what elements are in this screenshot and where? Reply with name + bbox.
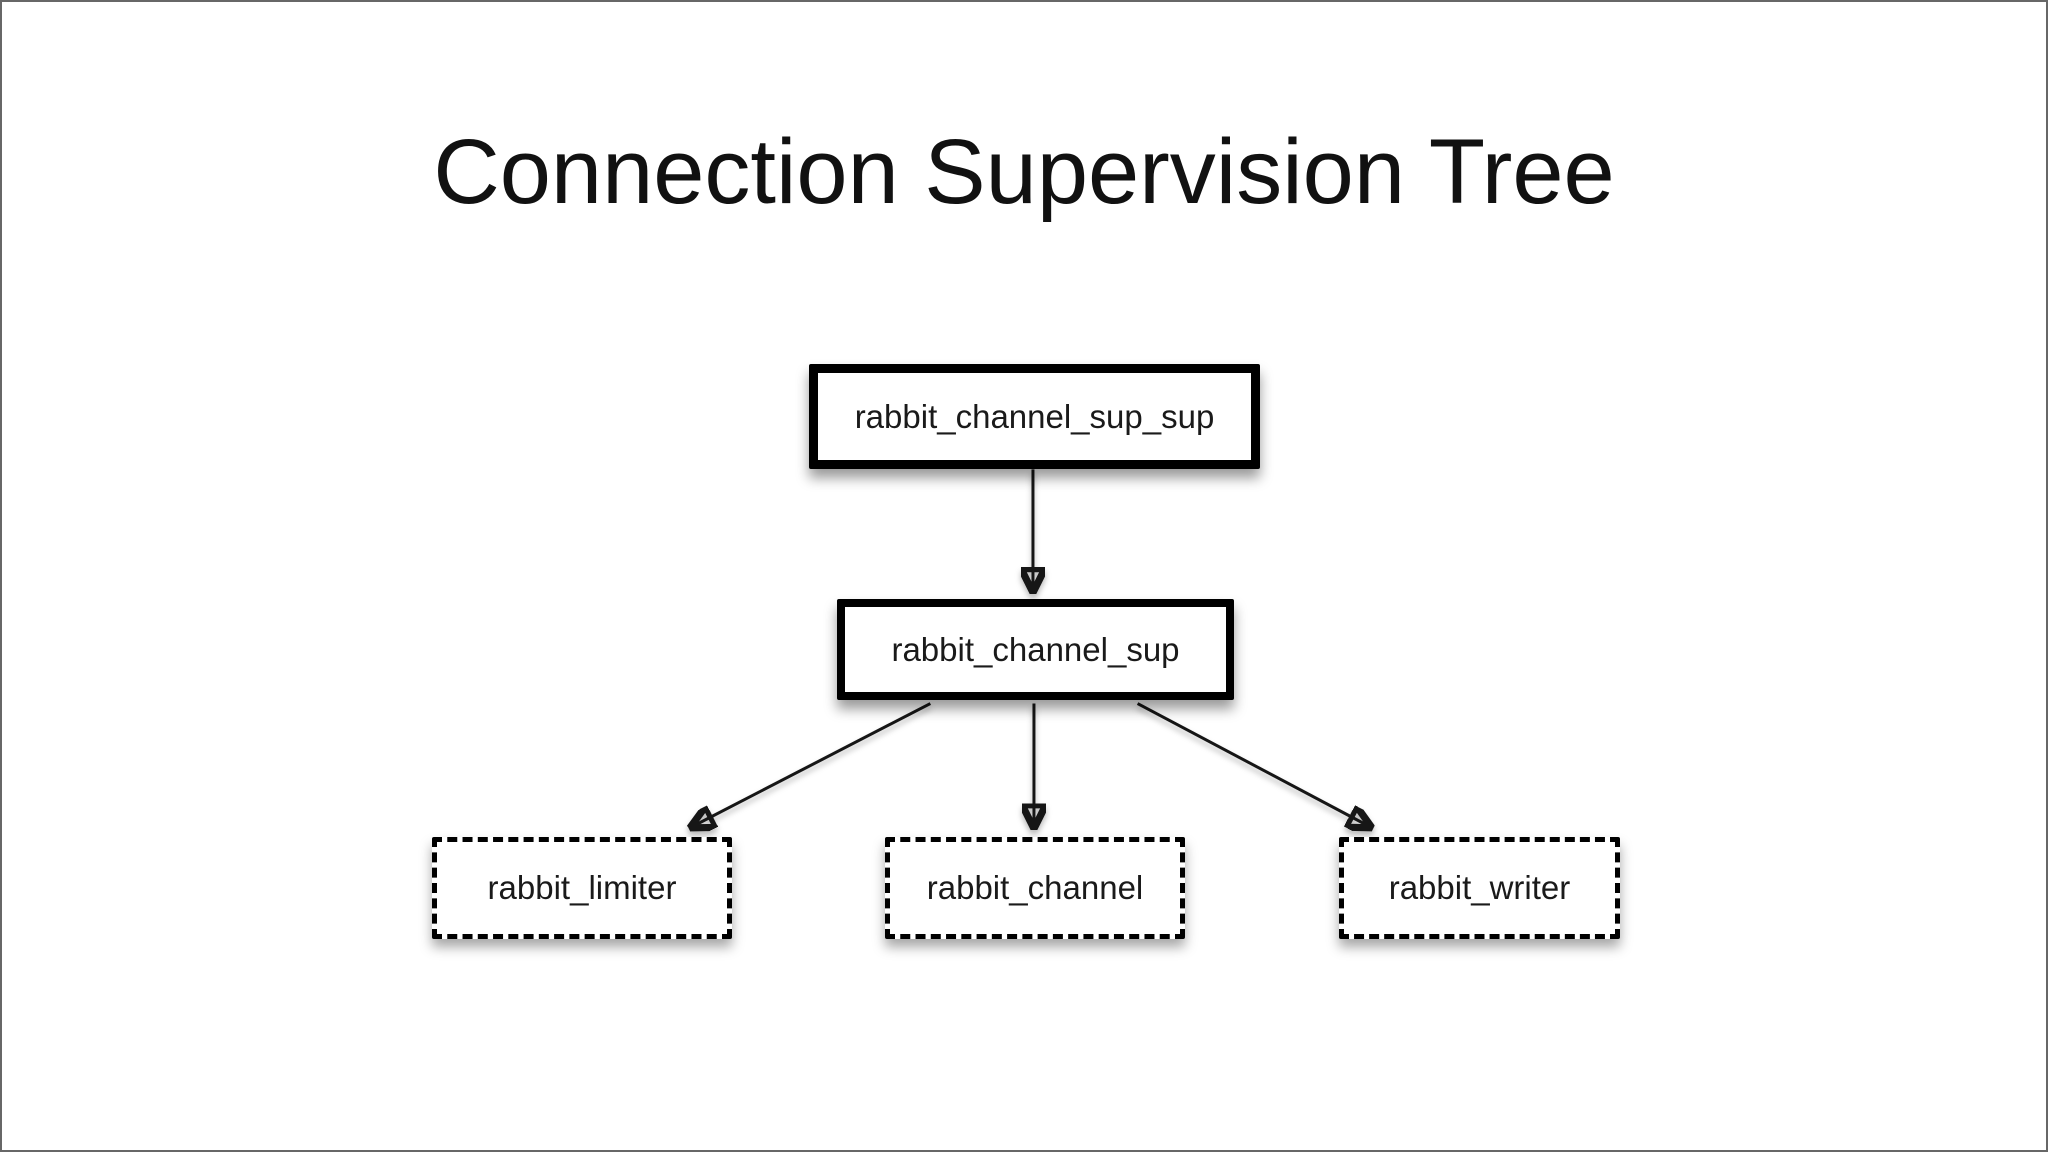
node-rabbit_channel_sup: rabbit_channel_sup (837, 599, 1234, 700)
node-rabbit_channel: rabbit_channel (885, 837, 1185, 939)
node-label-rabbit_writer: rabbit_writer (1388, 869, 1571, 906)
edge-sup-to-writer (1136, 702, 1369, 827)
diagram-title: Connection Supervision Tree (433, 121, 1615, 223)
node-rabbit_limiter: rabbit_limiter (432, 837, 732, 939)
node-label-rabbit_limiter: rabbit_limiter (487, 869, 677, 906)
node-label-rabbit_channel_sup_sup: rabbit_channel_sup_sup (854, 397, 1215, 435)
node-label-rabbit_channel: rabbit_channel (926, 869, 1144, 906)
node-rabbit_writer: rabbit_writer (1339, 837, 1620, 939)
node-rabbit_channel_sup_sup: rabbit_channel_sup_sup (809, 364, 1260, 469)
edge-sup-to-limiter (693, 702, 932, 827)
node-label-rabbit_channel_sup: rabbit_channel_sup (891, 630, 1180, 668)
